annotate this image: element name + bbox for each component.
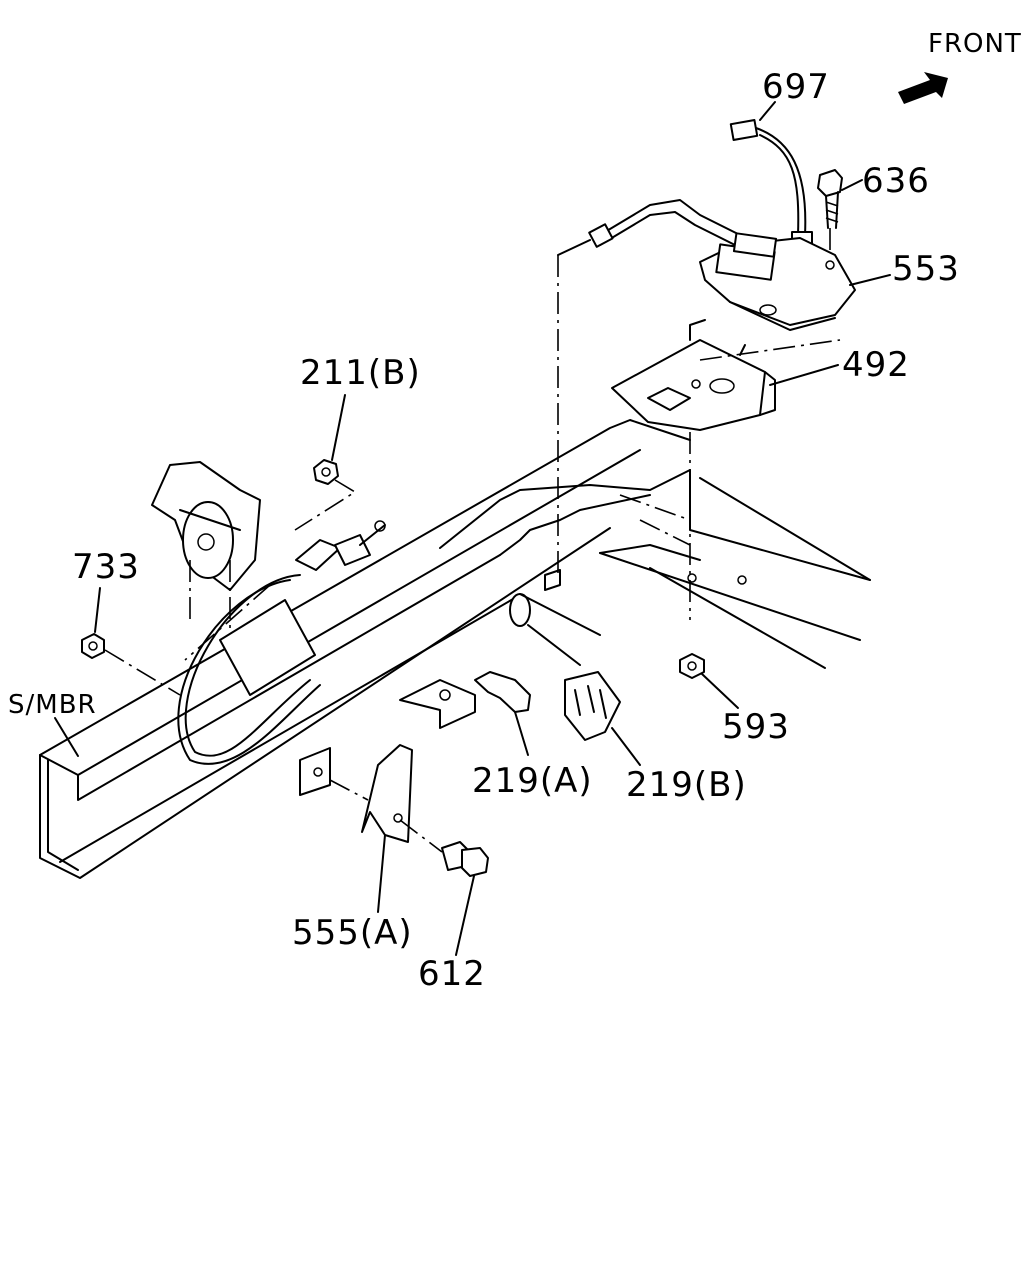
callout-219a: 219(A) [472, 761, 593, 801]
callout-211b: 211(B) [300, 353, 421, 393]
harness-697: 697 [729, 67, 830, 255]
front-indicator: FRONT [898, 29, 1022, 104]
leader-697 [759, 101, 776, 121]
frame-side-member: S/MBR [8, 419, 871, 879]
callout-733: 733 [72, 547, 140, 587]
pedal-bracket-assembly [151, 461, 316, 696]
leader-555a [377, 834, 386, 913]
callout-697: 697 [762, 67, 830, 107]
s-mbr-label: S/MBR [8, 690, 97, 720]
leader-219b [611, 727, 641, 766]
leader-733 [94, 587, 101, 633]
leader-636 [841, 179, 863, 191]
parking-brake-cable [177, 520, 386, 765]
nut-733: 733 [72, 547, 181, 696]
pedal-mount-plate [219, 599, 316, 696]
clip-219a: 219(A) [472, 671, 593, 801]
callout-612: 612 [418, 954, 486, 994]
callout-636: 636 [862, 161, 930, 201]
front-label: FRONT [928, 29, 1022, 59]
actuator-cable [544, 199, 751, 591]
bolt-636: 636 [817, 161, 930, 262]
crossmember-tube-end [509, 593, 531, 627]
callout-553: 553 [892, 249, 960, 289]
nut-211b: 211(B) [294, 353, 421, 531]
clip-219b: 219(B) [564, 671, 747, 805]
leader-219a [514, 711, 529, 756]
bolt-612: 612 [399, 819, 489, 994]
bracket-555a: 555(A) [292, 744, 413, 953]
callout-219b: 219(B) [626, 765, 747, 805]
bracket-492: 492 [611, 319, 910, 620]
leader-553 [849, 274, 891, 286]
callout-555a: 555(A) [292, 913, 413, 953]
leader-612 [455, 875, 475, 956]
callout-492: 492 [842, 345, 910, 385]
callout-593: 593 [722, 707, 790, 747]
leader-492 [769, 364, 839, 386]
s-mbr-leader [54, 717, 79, 757]
leader-593 [701, 673, 739, 709]
actuator-553: 553 [699, 232, 960, 331]
front-direction-arrow-icon [898, 72, 948, 104]
leader-211b [331, 394, 346, 461]
nut-593: 593 [679, 653, 790, 747]
